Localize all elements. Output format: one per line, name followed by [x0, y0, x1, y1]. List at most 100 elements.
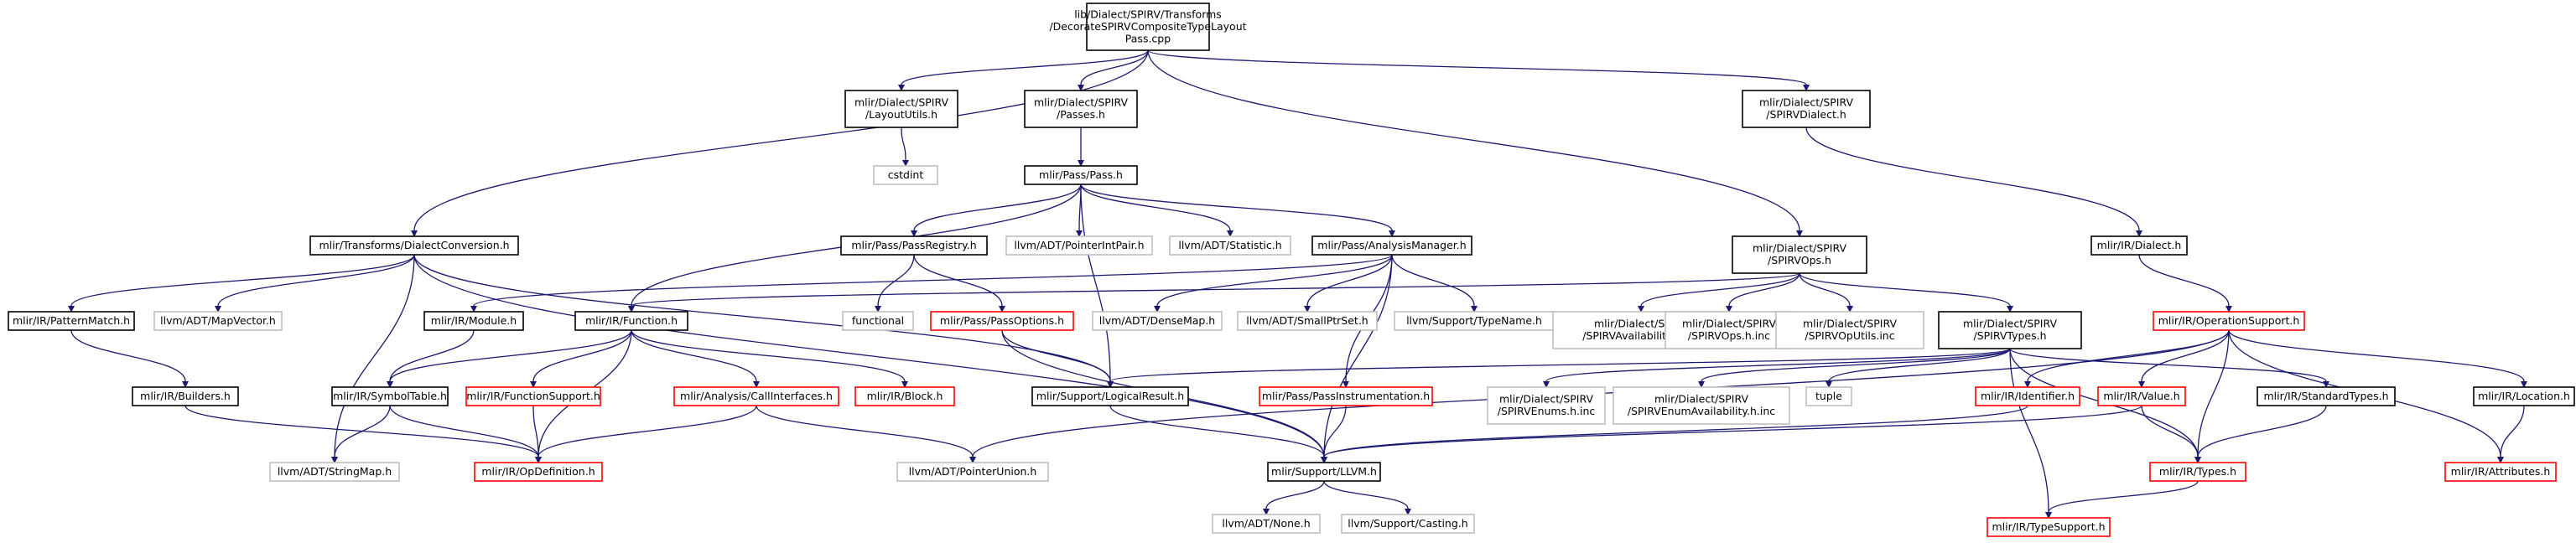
- edge-spirvtypes-to-standardtypes: [2009, 348, 2329, 388]
- arrowhead-icon: [182, 381, 189, 388]
- node-block[interactable]: mlir/IR/Block.h: [854, 386, 955, 406]
- node-function[interactable]: mlir/IR/Function.h: [574, 311, 688, 331]
- arrowhead-icon: [1543, 381, 1550, 388]
- edge-line: [1323, 480, 1409, 509]
- node-box: [840, 235, 988, 256]
- node-logicalresult[interactable]: mlir/Support/LogicalResult.h: [1031, 386, 1189, 406]
- edge-location-to-attributes: [2497, 405, 2525, 463]
- node-label: mlir/IR/SymbolTable.h: [333, 390, 447, 402]
- node-label: mlir/IR/Identifier.h: [1981, 390, 2075, 402]
- edge-spirvtypes-to-spirvenums: [1543, 348, 2011, 388]
- edge-spirvtypes-to-typesupport: [2009, 348, 2052, 519]
- edge-line: [413, 49, 1149, 231]
- node-pointerintpair[interactable]: llvm/ADT/PointerIntPair.h: [1005, 235, 1153, 256]
- node-box: [474, 462, 603, 482]
- edge-spirvops-to-spirvoputils: [1799, 272, 1853, 313]
- node-opdefinition[interactable]: mlir/IR/OpDefinition.h: [474, 462, 603, 482]
- node-root[interactable]: lib/Dialect/SPIRV/Transforms/DecorateSPI…: [1049, 3, 1247, 51]
- node-typesupport[interactable]: mlir/IR/TypeSupport.h: [1987, 517, 2111, 537]
- node-stringmap[interactable]: llvm/ADT/StringMap.h: [269, 462, 400, 482]
- node-smallptrset[interactable]: llvm/ADT/SmallPtrSet.h: [1237, 311, 1378, 331]
- node-cstdint[interactable]: cstdint: [873, 165, 938, 185]
- edge-line: [1147, 49, 1807, 85]
- node-box: [896, 462, 1049, 482]
- node-mapvector[interactable]: llvm/ADT/MapVector.h: [153, 311, 283, 331]
- arrowhead-icon: [1846, 306, 1853, 313]
- edge-layoututils-to-cstdint: [901, 127, 909, 167]
- node-box: [1938, 311, 2082, 349]
- node-tuple[interactable]: tuple: [1805, 386, 1852, 406]
- node-standardtypes[interactable]: mlir/IR/StandardTypes.h: [2257, 386, 2396, 406]
- edge-spirvtypes-to-logicalresult: [1107, 348, 2011, 388]
- node-builders[interactable]: mlir/IR/Builders.h: [132, 386, 239, 406]
- node-layer: lib/Dialect/SPIRV/Transforms/DecorateSPI…: [8, 3, 2575, 537]
- edge-passes-to-pass: [1078, 127, 1084, 167]
- node-layoututils[interactable]: mlir/Dialect/SPIRV/LayoutUtils.h: [844, 90, 958, 128]
- node-label: cstdint: [888, 168, 924, 181]
- node-spirvdialect[interactable]: mlir/Dialect/SPIRV/SPIRVDialect.h: [1742, 90, 1871, 128]
- node-box: [1005, 235, 1153, 256]
- node-opsupport[interactable]: mlir/IR/OperationSupport.h: [2153, 311, 2305, 331]
- edge-dialectconv-to-patternmatch: [68, 254, 415, 313]
- node-passregistry[interactable]: mlir/Pass/PassRegistry.h: [840, 235, 988, 256]
- node-irdialect[interactable]: mlir/IR/Dialect.h: [2090, 235, 2188, 256]
- node-attributes[interactable]: mlir/IR/Attributes.h: [2444, 462, 2557, 482]
- node-passoptions[interactable]: mlir/Pass/PassOptions.h: [930, 311, 1074, 331]
- edge-line: [70, 329, 186, 382]
- node-typename[interactable]: llvm/Support/TypeName.h: [1394, 311, 1555, 331]
- edge-line: [1323, 405, 2028, 458]
- node-box: [2473, 386, 2575, 406]
- node-location[interactable]: mlir/IR/Location.h: [2473, 386, 2575, 406]
- node-label: /SPIRVTypes.h: [1973, 329, 2046, 342]
- node-box: [1212, 514, 1321, 534]
- node-patternmatch[interactable]: mlir/IR/PatternMatch.h: [8, 311, 135, 331]
- node-none[interactable]: llvm/ADT/None.h: [1212, 514, 1321, 534]
- node-box: [132, 386, 239, 406]
- node-casting[interactable]: llvm/Support/Casting.h: [1341, 514, 1475, 534]
- node-label: mlir/IR/StandardTypes.h: [2263, 390, 2388, 402]
- node-value[interactable]: mlir/IR/Value.h: [2097, 386, 2186, 406]
- node-symboltable[interactable]: mlir/IR/SymbolTable.h: [331, 386, 449, 406]
- node-spirvenums[interactable]: mlir/Dialect/SPIRV/SPIRVEnums.h.inc: [1487, 386, 1606, 425]
- arrowhead-icon: [411, 230, 418, 237]
- node-statistic[interactable]: llvm/ADT/Statistic.h: [1169, 235, 1291, 256]
- node-callinterfaces[interactable]: mlir/Analysis/CallInterfaces.h: [673, 386, 839, 406]
- node-identifier[interactable]: mlir/IR/Identifier.h: [1975, 386, 2080, 406]
- edge-line: [1640, 272, 1800, 307]
- node-passes[interactable]: mlir/Dialect/SPIRV/Passes.h: [1024, 90, 1138, 128]
- node-label: mlir/Dialect/SPIRV: [1963, 318, 2058, 330]
- arrowhead-icon: [1389, 230, 1395, 237]
- node-spirvopsinc[interactable]: mlir/Dialect/SPIRV/SPIRVOps.h.inc: [1665, 311, 1794, 349]
- node-module[interactable]: mlir/IR/Module.h: [423, 311, 524, 331]
- edge-line: [631, 329, 906, 382]
- node-spirvops[interactable]: mlir/Dialect/SPIRV/SPIRVOps.h: [1732, 235, 1867, 274]
- node-pass[interactable]: mlir/Pass/Pass.h: [1024, 165, 1138, 185]
- edge-spirvops-to-spirvopsinc: [1726, 272, 1800, 313]
- node-passinstr[interactable]: mlir/Pass/PassInstrumentation.h: [1259, 386, 1433, 406]
- edge-line: [901, 49, 1149, 85]
- edge-line: [413, 254, 1325, 458]
- node-pointerunion[interactable]: llvm/ADT/PointerUnion.h: [896, 462, 1049, 482]
- node-analysismgr[interactable]: mlir/Pass/AnalysisManager.h: [1311, 235, 1472, 256]
- edge-line: [532, 329, 632, 382]
- node-llvmh[interactable]: mlir/Support/LLVM.h: [1267, 462, 1381, 482]
- node-box: [1024, 90, 1138, 128]
- edge-line: [1799, 272, 2011, 307]
- node-label: mlir/IR/Value.h: [2103, 390, 2179, 402]
- node-types[interactable]: mlir/IR/Types.h: [2149, 462, 2246, 482]
- node-densemap[interactable]: llvm/ADT/DenseMap.h: [1092, 311, 1223, 331]
- node-functional[interactable]: functional: [842, 311, 914, 331]
- edge-function-to-functionsupport: [530, 329, 632, 388]
- node-functionsupport[interactable]: mlir/IR/FunctionSupport.h: [465, 386, 601, 406]
- arrowhead-icon: [215, 306, 221, 313]
- node-label: mlir/Pass/PassRegistry.h: [851, 239, 976, 251]
- edge-line: [2500, 405, 2525, 458]
- node-spirvoputils[interactable]: mlir/Dialect/SPIRV/SPIRVOpUtils.inc: [1775, 311, 1924, 349]
- node-dialectconv[interactable]: mlir/Transforms/DialectConversion.h: [309, 235, 519, 256]
- edge-line: [2141, 329, 2230, 382]
- edge-line: [1080, 184, 1111, 382]
- edge-analysismgr-to-module: [470, 254, 1393, 313]
- node-spirvenumavail[interactable]: mlir/Dialect/SPIRV/SPIRVEnumAvailability…: [1613, 386, 1790, 425]
- node-box: [1487, 386, 1606, 425]
- node-spirvtypes[interactable]: mlir/Dialect/SPIRV/SPIRVTypes.h: [1938, 311, 2082, 349]
